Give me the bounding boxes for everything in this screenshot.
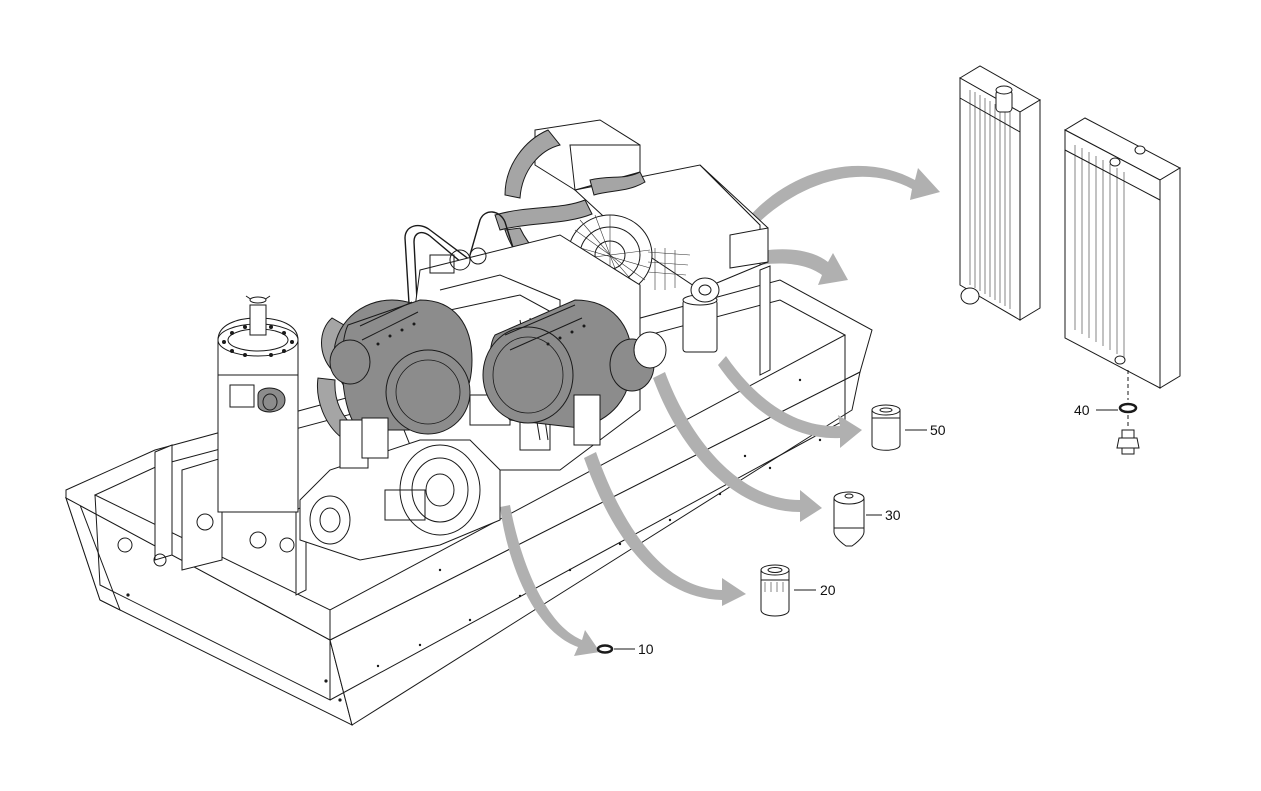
callout-label-10: 10: [638, 641, 654, 657]
callout-label-20: 20: [820, 582, 836, 598]
callout-label-40: 40: [1074, 402, 1090, 418]
separator-tank: [217, 295, 299, 513]
part-40-seal-and-plug: [1096, 402, 1140, 455]
radiator-left: [959, 65, 1041, 321]
radiator-right: [1063, 117, 1182, 400]
part-20-filter: [760, 564, 816, 617]
part-arrows: [500, 165, 940, 656]
part-10-seal-ring: [596, 644, 635, 654]
callout-label-50: 50: [930, 422, 946, 438]
air-filter-left: [329, 299, 473, 435]
part-50-filter: [871, 404, 927, 451]
engine-assembly: [299, 119, 769, 561]
callout-label-30: 30: [885, 507, 901, 523]
part-30-filter: [833, 491, 882, 547]
compressor-housing: [299, 394, 601, 561]
